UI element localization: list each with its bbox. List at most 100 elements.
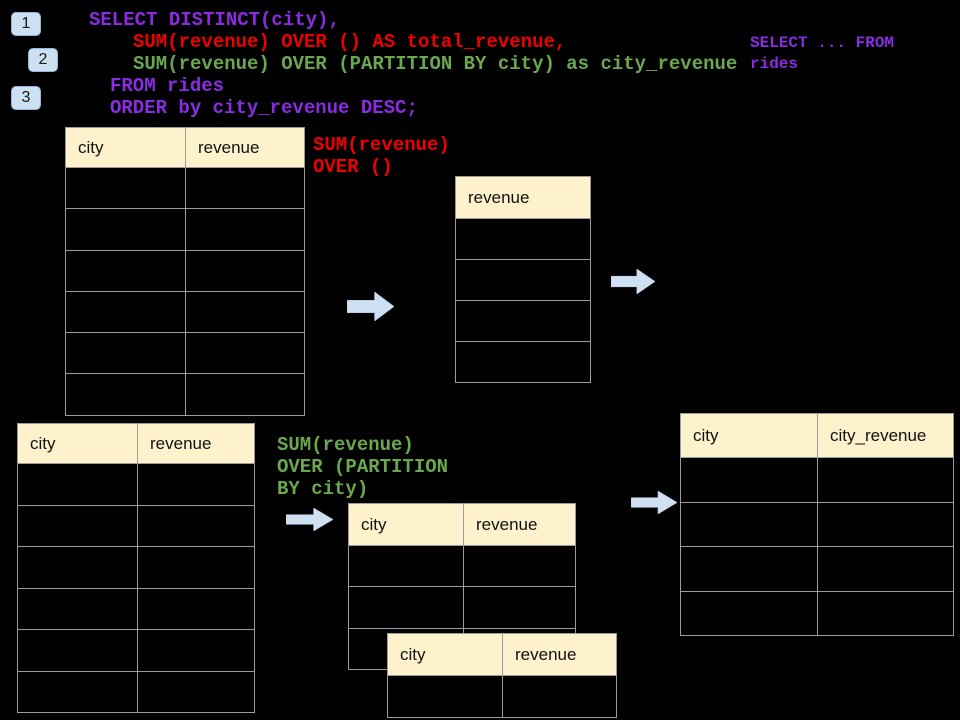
table-cell [817,501,954,547]
table-cell [455,300,591,342]
table-row [348,544,576,588]
table-row [17,629,255,672]
arrow-right-icon [286,508,333,531]
table-cell [137,629,255,672]
partition-label-line-1: SUM(revenue) [277,434,414,456]
table-row [65,332,305,375]
table-cell [455,218,591,260]
table-row [680,457,954,503]
table-cell [137,546,255,589]
column-header: city_revenue [817,413,954,458]
table-row [65,290,305,334]
table-cell [185,332,305,375]
table-cell [65,166,186,210]
table-cell [185,208,305,251]
table-cell [463,586,576,629]
sql-line-order-by: ORDER by city_revenue DESC; [110,97,418,119]
table-cell [185,373,305,416]
table-cell [65,332,186,375]
table-row [17,670,255,713]
table-cell [455,259,591,301]
table-cell [17,463,138,506]
table-row [17,546,255,589]
arrow-right-icon [347,292,394,321]
table-row [455,259,591,301]
column-header: revenue [455,176,591,219]
table-row [65,166,305,210]
table-cell [65,373,186,416]
table-cell [387,675,503,718]
table-row [680,546,954,592]
sql-line-city-revenue: SUM(revenue) OVER (PARTITION BY city) as… [133,53,738,75]
table-cell [185,290,305,334]
table-cell [680,501,818,547]
column-header: city [387,633,503,676]
sql-line-select: SELECT DISTINCT(city), [89,9,340,31]
table-cell [817,590,954,636]
table-row [387,675,617,718]
column-header: city [680,413,818,458]
total-label-line-1: SUM(revenue) [313,134,450,156]
step-badge-1: 1 [11,12,41,36]
table-row [65,208,305,251]
table-cell [680,590,818,636]
table-cell [65,249,186,292]
table-cell [817,546,954,592]
column-header: city [348,503,464,546]
table-cell [680,457,818,503]
table-cell [137,463,255,506]
partition-label-line-2: OVER (PARTITION [277,456,449,478]
table-row [680,501,954,547]
side-note-line-2: rides [750,55,799,73]
table-row [455,341,591,383]
table-cell [17,629,138,672]
partition-label-line-3: BY city) [277,478,369,500]
table-row [455,218,591,260]
table-cell [137,504,255,547]
table-row [348,586,576,629]
table-cell [185,166,305,210]
table-row [17,504,255,547]
table-cell [137,587,255,630]
table-cell [455,341,591,383]
column-header: city [65,127,186,168]
table-cell [17,587,138,630]
table-cell [17,546,138,589]
table-cell [17,504,138,547]
table-row [455,300,591,342]
table-cell [65,208,186,251]
step-badge-3: 3 [11,86,41,110]
table-cell [680,546,818,592]
column-header: revenue [502,633,617,676]
table-row [680,590,954,636]
table-row [17,587,255,630]
column-header: revenue [463,503,576,546]
side-note-line-1: SELECT ... FROM [750,34,895,52]
sql-line-from: FROM rides [110,75,225,97]
column-header: revenue [185,127,305,168]
table-row [65,373,305,416]
total-revenue-result-table: revenue [455,176,591,383]
table-cell [348,586,464,629]
sql-line-total-revenue: SUM(revenue) OVER () AS total_revenue, [133,31,567,53]
table-cell [65,290,186,334]
table-cell [348,544,464,588]
step-badge-2: 2 [28,48,58,72]
table-row [17,463,255,506]
column-header: revenue [137,423,255,464]
arrow-right-icon [631,491,677,514]
table-cell [463,544,576,588]
column-header: city [17,423,138,464]
table-row [65,249,305,292]
table-cell [17,670,138,713]
table-cell [185,249,305,292]
table-cell [817,457,954,503]
arrow-right-icon [611,269,655,294]
table-cell [502,675,617,718]
total-label-line-2: OVER () [313,156,393,178]
